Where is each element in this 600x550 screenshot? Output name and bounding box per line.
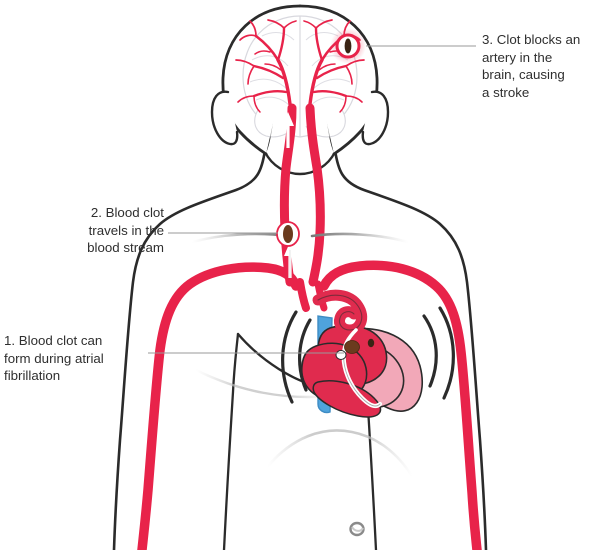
clot-heart-marker bbox=[344, 340, 360, 354]
heart bbox=[301, 289, 424, 418]
body-outline bbox=[112, 118, 488, 550]
leader-lines bbox=[148, 45, 476, 354]
callout-clot-travels: 2. Blood clot travels in the blood strea… bbox=[87, 205, 164, 255]
callout-blood-clot-formation: 1. Blood clot can form during atrial fib… bbox=[4, 333, 104, 383]
callout-clot-blocks-artery: 3. Clot blocks an artery in the brain, c… bbox=[482, 32, 581, 100]
clot-neck-marker bbox=[276, 221, 300, 247]
arterial-system bbox=[137, 103, 482, 550]
clot-brain-marker bbox=[330, 28, 366, 64]
flow-arrows bbox=[282, 112, 296, 278]
navel-marker bbox=[349, 521, 365, 537]
